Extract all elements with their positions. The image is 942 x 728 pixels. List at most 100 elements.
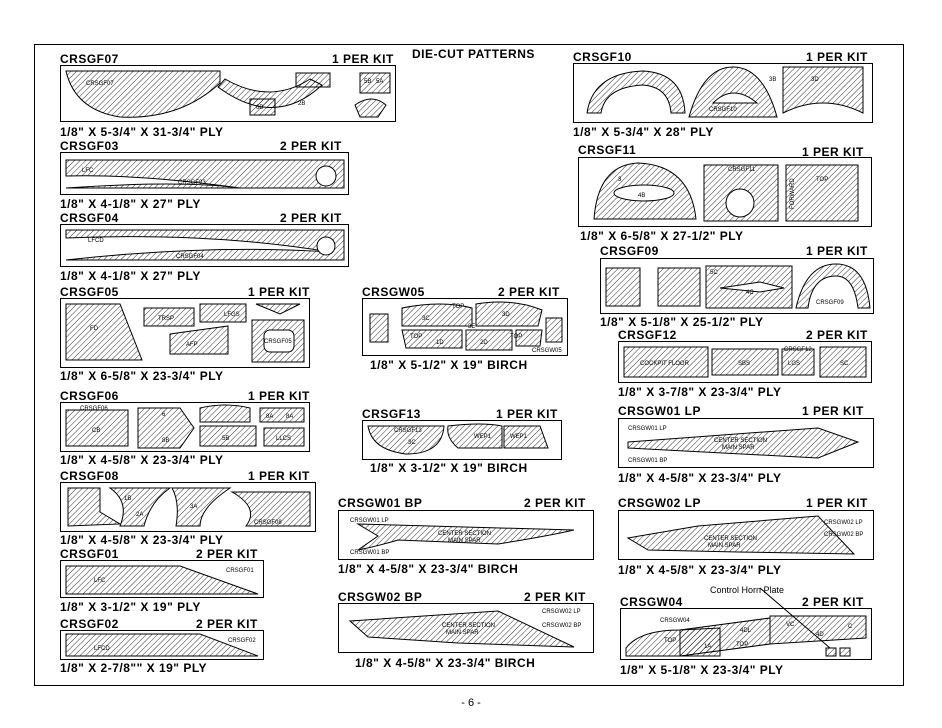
- sheet-qty-crsgf11: 1 PER KIT: [802, 145, 864, 159]
- sheet-qty-crsgf03: 2 PER KIT: [280, 139, 342, 153]
- sheet-size-crsgw01lp: 1/8" X 4-5/8" X 23-3/4" PLY: [618, 471, 782, 485]
- sheet-size-crsgf05: 1/8" X 6-5/8" X 23-3/4" PLY: [60, 369, 224, 383]
- sheet-size-crsgf09: 1/8" X 5-1/8" X 25-1/2" PLY: [600, 315, 764, 329]
- part-label: CRSGF04: [176, 254, 204, 260]
- sheet-panel-crsgf03: LFC CRSGF03: [60, 152, 349, 195]
- sheet-size-crsgf11: 1/8" X 6-5/8" X 27-1/2" PLY: [580, 229, 744, 243]
- part-label: CRSGW02 BP: [542, 623, 581, 629]
- sheet-qty-crsgf05: 1 PER KIT: [248, 285, 310, 299]
- part-label: TRSP: [158, 316, 174, 322]
- sheet-size-crsgw02lp: 1/8" X 4-5/8" X 23-3/4" PLY: [618, 563, 782, 577]
- part-label: 5B: [222, 436, 229, 442]
- part-label: CENTER SECTION: [438, 531, 491, 537]
- sheet-id-crsgf08: CRSGF08: [60, 469, 119, 483]
- sheet-id-crsgw01bp: CRSGW01 BP: [338, 496, 423, 510]
- sheet-size-crsgf08: 1/8" X 4-5/8" X 23-3/4" PLY: [60, 533, 224, 547]
- sheet-panel-crsgf12: COCKPIT FLOOR SBS CRSGF12 LGS SC: [618, 341, 872, 383]
- part-label: TOP: [816, 177, 828, 183]
- sheet-size-crsgf10: 1/8" X 5-3/4" X 28" PLY: [573, 125, 714, 139]
- sheet-panel-crsgf10: CRSGF10 3B 3D: [573, 63, 873, 123]
- sheet-id-crsgf13: CRSGF13: [362, 407, 421, 421]
- part-label: 2D: [480, 340, 488, 346]
- sheet-panel-crsgf05: TRSP LFGS AFP CRSGF05 FD: [60, 298, 310, 368]
- sheet-qty-crsgw01bp: 2 PER KIT: [524, 496, 586, 510]
- part-label: 4B: [638, 193, 645, 199]
- part-label: TOP: [452, 304, 464, 310]
- part-label: TOP: [664, 638, 676, 644]
- part-label: 3: [618, 177, 622, 183]
- part-label: CRSGW02 LP: [542, 609, 581, 615]
- part-label: COCKPIT FLOOR: [640, 361, 690, 367]
- page-title: DIE-CUT PATTERNS: [412, 47, 535, 61]
- sheet-id-crsgf05: CRSGF05: [60, 285, 119, 299]
- part-label: FORWARD: [790, 178, 796, 209]
- sheet-id-crsgw04: CRSGW04: [620, 595, 683, 609]
- sheet-id-crsgf07: CRSGF07: [60, 52, 119, 66]
- part-label: 3E: [468, 324, 475, 330]
- sheet-qty-crsgw04: 2 PER KIT: [802, 595, 864, 609]
- part-label: 8A: [266, 414, 273, 420]
- part-label: AFP: [186, 342, 198, 348]
- part-label: CRSGW01 LP: [628, 426, 667, 432]
- part-label: 3D: [502, 312, 510, 318]
- part-label: 4D: [816, 632, 824, 638]
- sheet-qty-crsgf06: 1 PER KIT: [248, 389, 310, 403]
- part-label: 3C: [408, 440, 416, 446]
- sheet-panel-crsgf02: LFCD CRSGF02: [60, 630, 264, 660]
- sheet-panel-crsgf06: CRSGF06 CB 6 8B 5B LLCS 8A 8A: [60, 402, 310, 452]
- sheet-size-crsgw04: 1/8" X 5-1/8" X 23-3/4" PLY: [620, 663, 784, 677]
- page-frame: [34, 44, 904, 686]
- sheet-qty-crsgw05: 2 PER KIT: [498, 285, 560, 299]
- sheet-size-crsgf03: 1/8" X 4-1/8" X 27" PLY: [60, 197, 201, 211]
- part-label: LFCD: [88, 238, 104, 244]
- part-label: SBS: [738, 361, 750, 367]
- part-label: LFGS: [224, 312, 240, 318]
- sheet-panel-crsgw05: TOP 3C 3E 3D 1D 2D TOP TOP CRSGW05: [362, 298, 568, 356]
- sheet-id-crsgf12: CRSGF12: [618, 328, 677, 342]
- part-label: SC: [840, 361, 849, 367]
- part-label: CENTER SECTION: [704, 536, 757, 542]
- part-label: CRSGF10: [709, 107, 737, 113]
- sheet-panel-crsgw04: CRSGW04 TOP 1A TOP 4DL VC 4D C: [620, 587, 872, 660]
- part-label: CENTER SECTION: [714, 438, 767, 444]
- part-label: CRSGF13: [394, 428, 422, 434]
- sheet-qty-crsgf13: 1 PER KIT: [496, 407, 558, 421]
- part-label: 5B: [364, 79, 371, 85]
- sheet-size-crsgw05: 1/8" X 5-1/2" X 19" BIRCH: [370, 358, 528, 372]
- part-label: CRSGF01: [226, 568, 254, 574]
- sheet-size-crsgf13: 1/8" X 3-1/2" X 19" BIRCH: [370, 461, 528, 475]
- part-label: TOP: [736, 642, 748, 648]
- sheet-id-crsgf11: CRSGF11: [578, 143, 637, 157]
- part-label: LFCD: [94, 646, 110, 652]
- sheet-id-crsgw02bp: CRSGW02 BP: [338, 590, 423, 604]
- sheet-qty-crsgw02bp: 2 PER KIT: [524, 590, 586, 604]
- part-label: 1B: [124, 496, 131, 502]
- part-label: CRSGF08: [254, 520, 282, 526]
- sheet-panel-crsgf09: 5C 4C CRSGF09: [600, 258, 874, 314]
- part-label: LGS: [788, 361, 800, 367]
- part-label: CRSGW02 BP: [824, 532, 863, 538]
- sheet-panel-crsgw02bp: CRSGW02 LP CRSGW02 BP CENTER SECTION MAI…: [338, 603, 594, 653]
- part-label: WEP1: [474, 434, 492, 440]
- part-label: 1A: [704, 644, 711, 650]
- sheet-panel-crsgf08: CRSGF08 1B 2A 3A: [60, 482, 316, 532]
- part-label: CRSGW05: [532, 348, 562, 354]
- part-label: FD: [90, 326, 99, 332]
- sheet-id-crsgf06: CRSGF06: [60, 389, 119, 403]
- part-label: CRSGW02 LP: [824, 520, 863, 526]
- sheet-panel-crsgf04: LFCD CRSGF04: [60, 224, 349, 267]
- part-label: MAIN SPAR: [446, 630, 479, 636]
- sheet-id-crsgf04: CRSGF04: [60, 211, 119, 225]
- sheet-panel-crsgf01: LFC CRSGF01: [60, 560, 264, 598]
- sheet-qty-crsgf01: 2 PER KIT: [196, 547, 258, 561]
- part-label: CRSGW01 BP: [628, 458, 667, 464]
- part-label: CRSGF07: [86, 81, 114, 87]
- sheet-panel-crsgw01lp: CRSGW01 LP CRSGW01 BP CENTER SECTION MAI…: [618, 418, 874, 468]
- sheet-id-crsgf09: CRSGF09: [600, 244, 659, 258]
- sheet-qty-crsgw01lp: 1 PER KIT: [802, 404, 864, 418]
- sheet-size-crsgw01bp: 1/8" X 4-5/8" X 23-3/4" BIRCH: [338, 562, 519, 576]
- part-label: 8B: [162, 438, 169, 444]
- part-label: CRSGW01 LP: [350, 518, 389, 524]
- sheet-size-crsgw02bp: 1/8" X 4-5/8" X 23-3/4" BIRCH: [355, 656, 536, 670]
- part-label: 3D: [811, 77, 819, 83]
